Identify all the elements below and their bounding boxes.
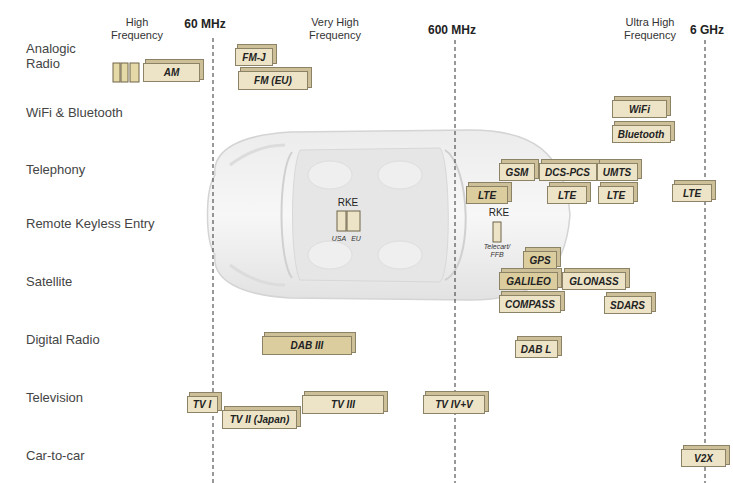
frequency-header: 60 MHz <box>175 18 235 32</box>
band-box: LTE <box>672 184 712 202</box>
band-name: DAB L <box>517 344 556 355</box>
band-name: GSM <box>502 167 533 178</box>
band-box: LTE <box>598 186 634 204</box>
band-box: FM (EU) <box>238 71 308 90</box>
rke-note: EU <box>346 235 366 243</box>
band-name: DAB III <box>287 340 328 351</box>
band-name: TV III <box>327 399 359 410</box>
band-box: GALILEO <box>499 272 558 290</box>
band-box: UMTS <box>597 163 638 181</box>
band-name: LTE <box>554 190 580 201</box>
rke-note: RKE <box>328 197 368 209</box>
band-name: DCS-PCS <box>541 167 594 178</box>
rke-note: USA <box>327 235 351 243</box>
band-name: Bluetooth <box>614 129 669 140</box>
rke-blocks <box>337 211 501 242</box>
band-name: TV IV+V <box>431 399 477 410</box>
row-label: Remote Keyless Entry <box>26 217 206 232</box>
band-name: AM <box>160 67 184 78</box>
row-label: Digital Radio <box>26 333 186 348</box>
row-label: Telephony <box>26 163 186 178</box>
frequency-header: High Frequency <box>102 16 172 41</box>
frequency-header: Ultra High Frequency <box>610 16 690 41</box>
band-name: COMPASS <box>501 299 559 310</box>
row-label: Satellite <box>26 275 186 290</box>
band-box: WiFi <box>612 100 667 118</box>
band-name: TV II (Japan) <box>226 414 293 425</box>
band-box: TV IV+V <box>423 395 485 414</box>
band-box: SDARS <box>604 296 652 314</box>
band-box: TV II (Japan) <box>222 410 297 429</box>
row-label: Car-to-car <box>26 449 186 464</box>
band-box: GSM <box>499 163 535 181</box>
rke-note: RKE <box>479 207 519 219</box>
band-box: LTE <box>547 186 587 204</box>
row-label: WiFi & Bluetooth <box>26 106 186 121</box>
frequency-header: 6 GHz <box>685 24 729 38</box>
band-name: WiFi <box>625 104 654 115</box>
band-name: LTE <box>474 190 500 201</box>
rke-note: Telecart/ FFB <box>479 243 515 259</box>
row-label: Television <box>26 391 186 406</box>
band-name: UMTS <box>599 167 635 178</box>
band-box: COMPASS <box>499 295 561 313</box>
band-box: V2X <box>681 449 726 467</box>
band-box: AM <box>143 63 200 82</box>
band-box: FM-J <box>235 48 273 66</box>
band-name: LTE <box>679 188 705 199</box>
band-box: TV I <box>187 396 218 413</box>
band-box: DCS-PCS <box>539 163 597 181</box>
band-name: SDARS <box>606 300 649 311</box>
band-box: DAB L <box>515 340 558 358</box>
band-box: GPS <box>523 251 557 269</box>
band-name: FM-J <box>238 52 269 63</box>
car-silhouette <box>208 130 571 300</box>
band-box: GLONASS <box>562 272 626 290</box>
band-name: FM (EU) <box>250 75 296 86</box>
band-name: V2X <box>690 453 717 464</box>
band-box: LTE <box>466 186 508 204</box>
band-name: LTE <box>603 190 629 201</box>
row-label: Analogic Radio <box>26 42 106 72</box>
band-box: TV III <box>302 395 384 414</box>
frequency-header: 600 MHz <box>422 24 482 38</box>
band-box: Bluetooth <box>612 125 671 143</box>
band-name: GPS <box>525 255 554 266</box>
frequency-header: Very High Frequency <box>290 16 380 41</box>
band-name: GLONASS <box>565 276 622 287</box>
band-name: TV I <box>189 399 215 410</box>
frequency-boundary <box>213 38 705 483</box>
am-band-blocks <box>113 63 139 82</box>
band-name: GALILEO <box>502 276 554 287</box>
band-box: DAB III <box>262 336 352 355</box>
